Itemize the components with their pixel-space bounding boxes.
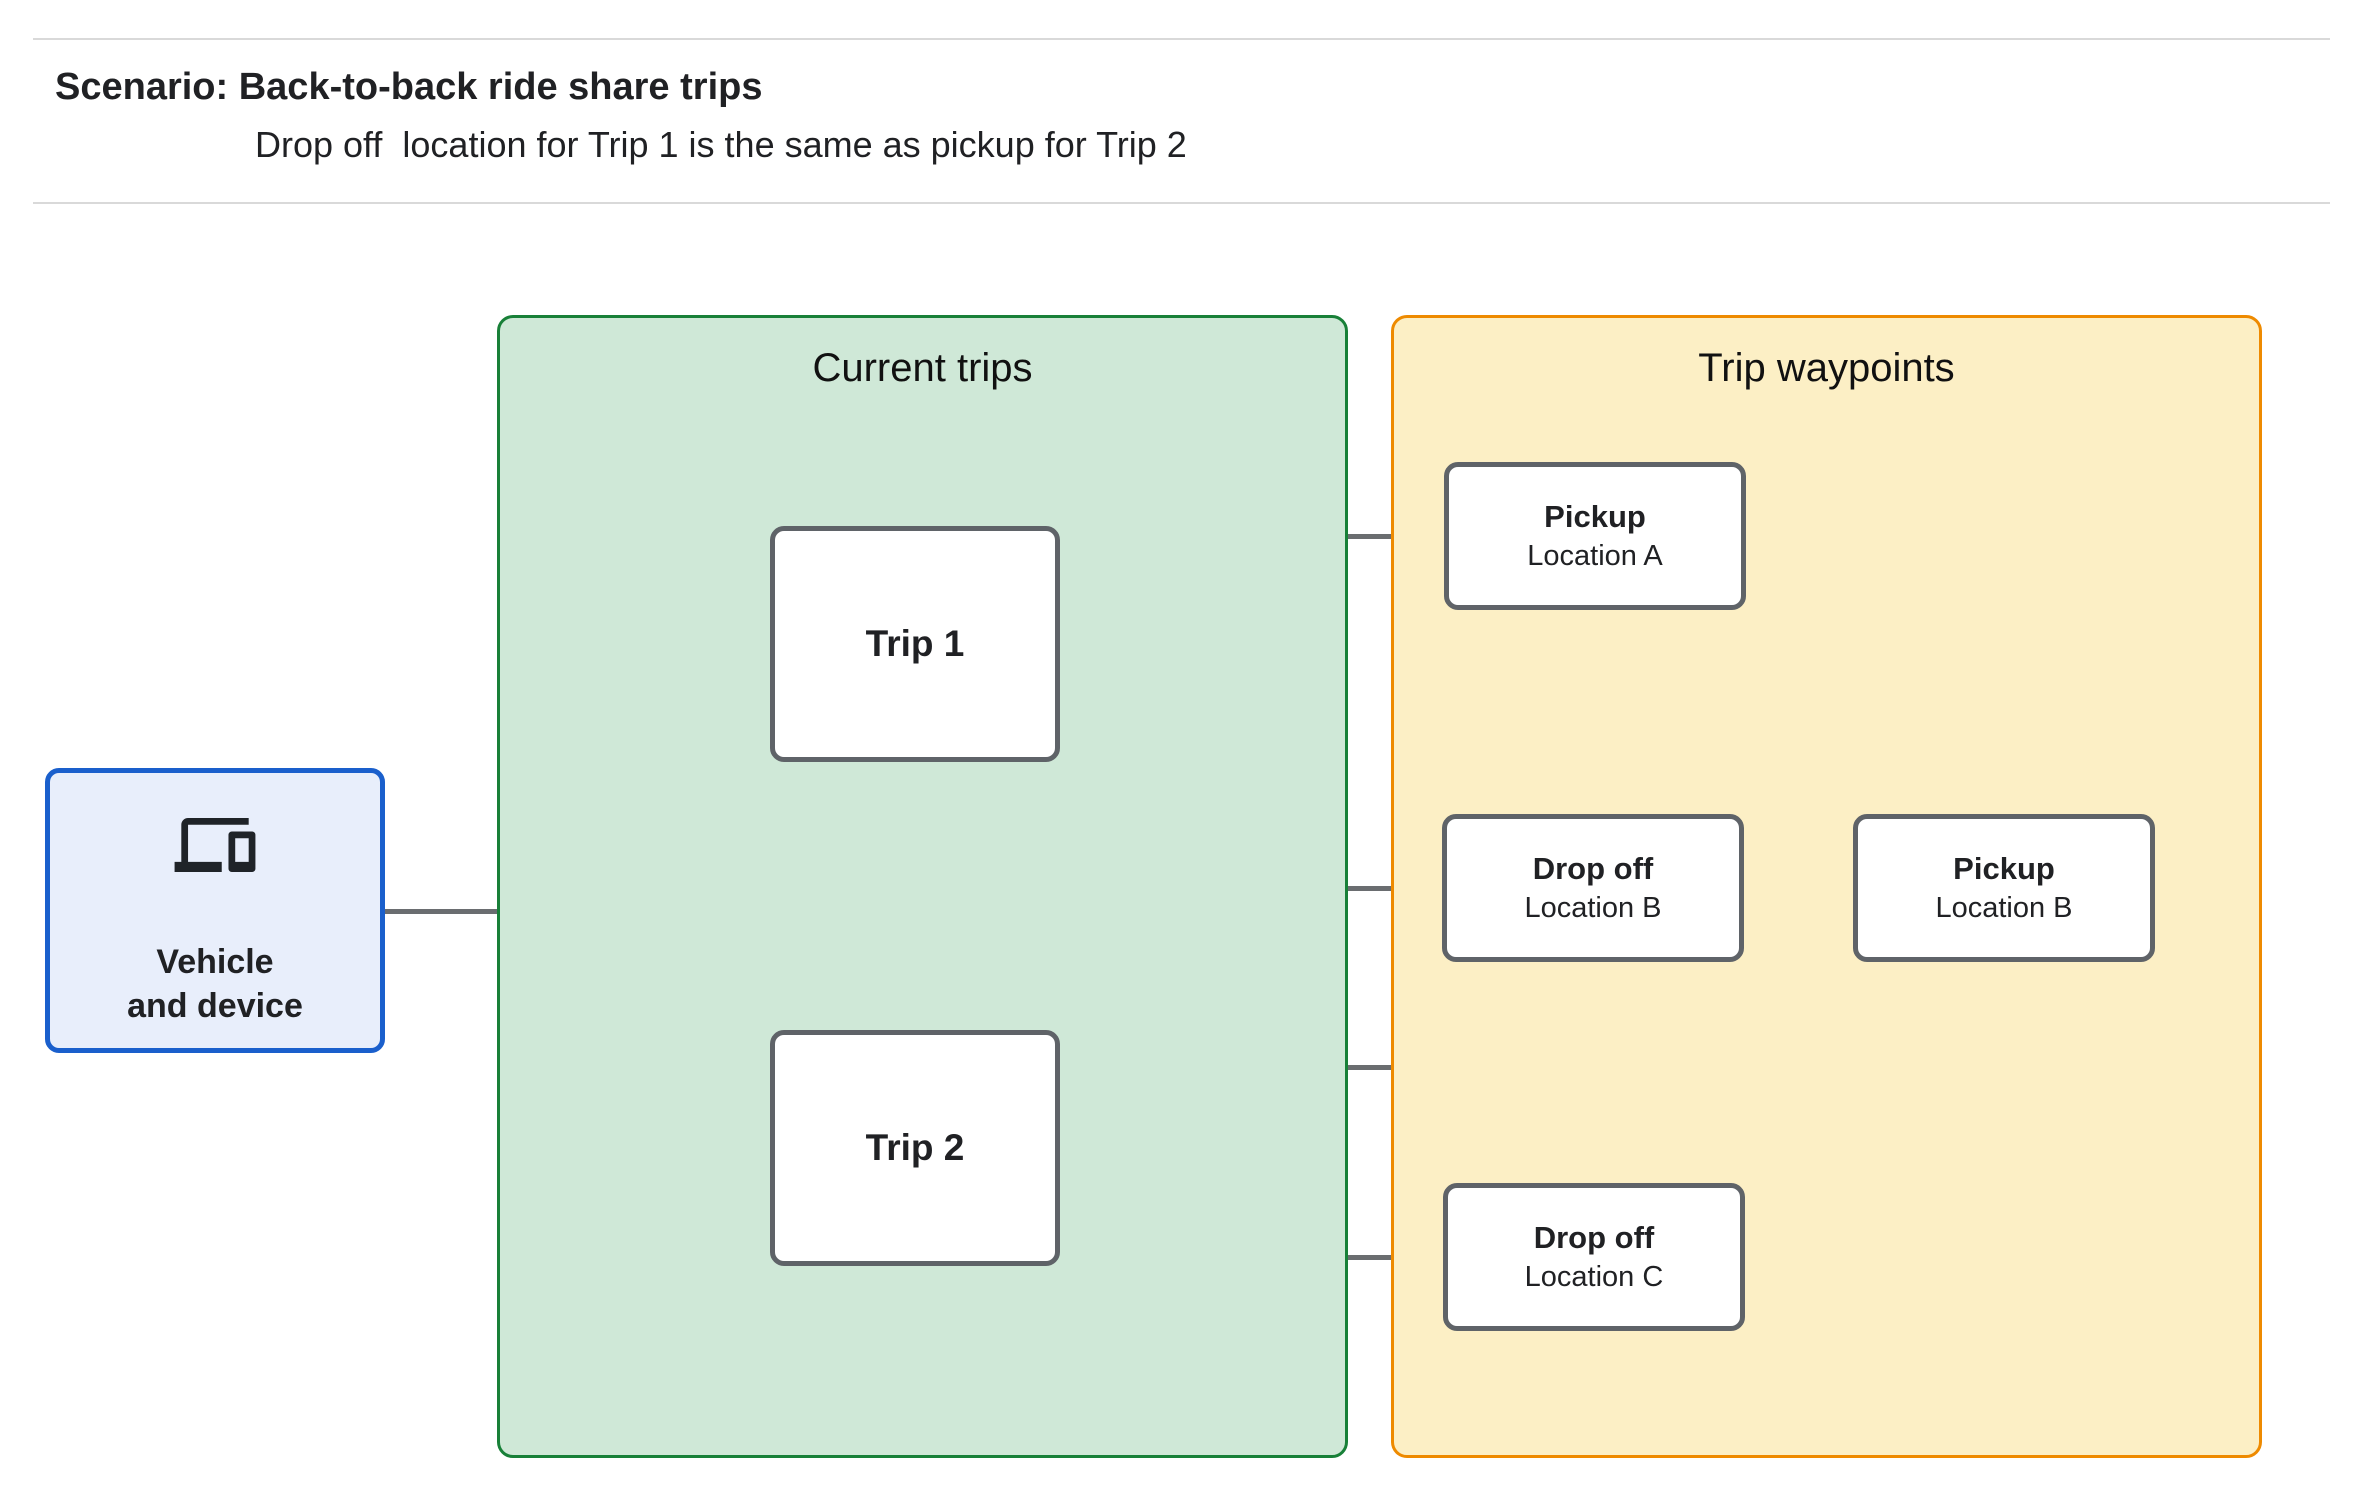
dropoff-location-c-node: Drop off Location C bbox=[1443, 1183, 1745, 1331]
pickup-location-a-node: Pickup Location A bbox=[1444, 462, 1746, 610]
header-divider bbox=[33, 202, 2330, 204]
trip-1-label: Trip 1 bbox=[865, 623, 965, 664]
connector-trip2-to-dropoff-c bbox=[1256, 1255, 1443, 1260]
vehicle-node-label: Vehicle and device bbox=[50, 940, 380, 1028]
pickup-b-title: Pickup bbox=[1953, 851, 2055, 886]
vehicle-label-line1: Vehicle bbox=[156, 943, 274, 981]
page-subtitle: Drop off location for Trip 1 is the same… bbox=[255, 124, 1187, 165]
dropoff-c-title: Drop off bbox=[1533, 1220, 1655, 1255]
connector-vehicle-trunk bbox=[385, 909, 567, 914]
trip-2-node: Trip 2 bbox=[770, 1030, 1060, 1266]
dropoff-c-subtitle: Location C bbox=[1524, 1261, 1664, 1293]
current-trips-title: Current trips bbox=[812, 346, 1033, 390]
trip-1-node: Trip 1 bbox=[770, 526, 1060, 762]
page-title: Scenario: Back-to-back ride share trips bbox=[55, 66, 763, 108]
pickup-a-title: Pickup bbox=[1544, 499, 1646, 534]
trip-waypoints-title: Trip waypoints bbox=[1698, 346, 1955, 390]
vehicle-label-line2: and device bbox=[127, 987, 303, 1025]
pickup-location-b-node: Pickup Location B bbox=[1853, 814, 2155, 962]
vehicle-and-device-node: Vehicle and device bbox=[45, 768, 385, 1053]
pickup-a-subtitle: Location A bbox=[1527, 540, 1663, 572]
current-trips-panel: Current trips bbox=[497, 315, 1348, 1458]
top-divider bbox=[33, 38, 2330, 40]
trip-2-label: Trip 2 bbox=[865, 1127, 965, 1168]
dropoff-b-title: Drop off bbox=[1532, 851, 1654, 886]
devices-icon bbox=[50, 813, 380, 882]
pickup-b-subtitle: Location B bbox=[1935, 892, 2073, 924]
dropoff-b-subtitle: Location B bbox=[1524, 892, 1662, 924]
dropoff-location-b-node: Drop off Location B bbox=[1442, 814, 1744, 962]
